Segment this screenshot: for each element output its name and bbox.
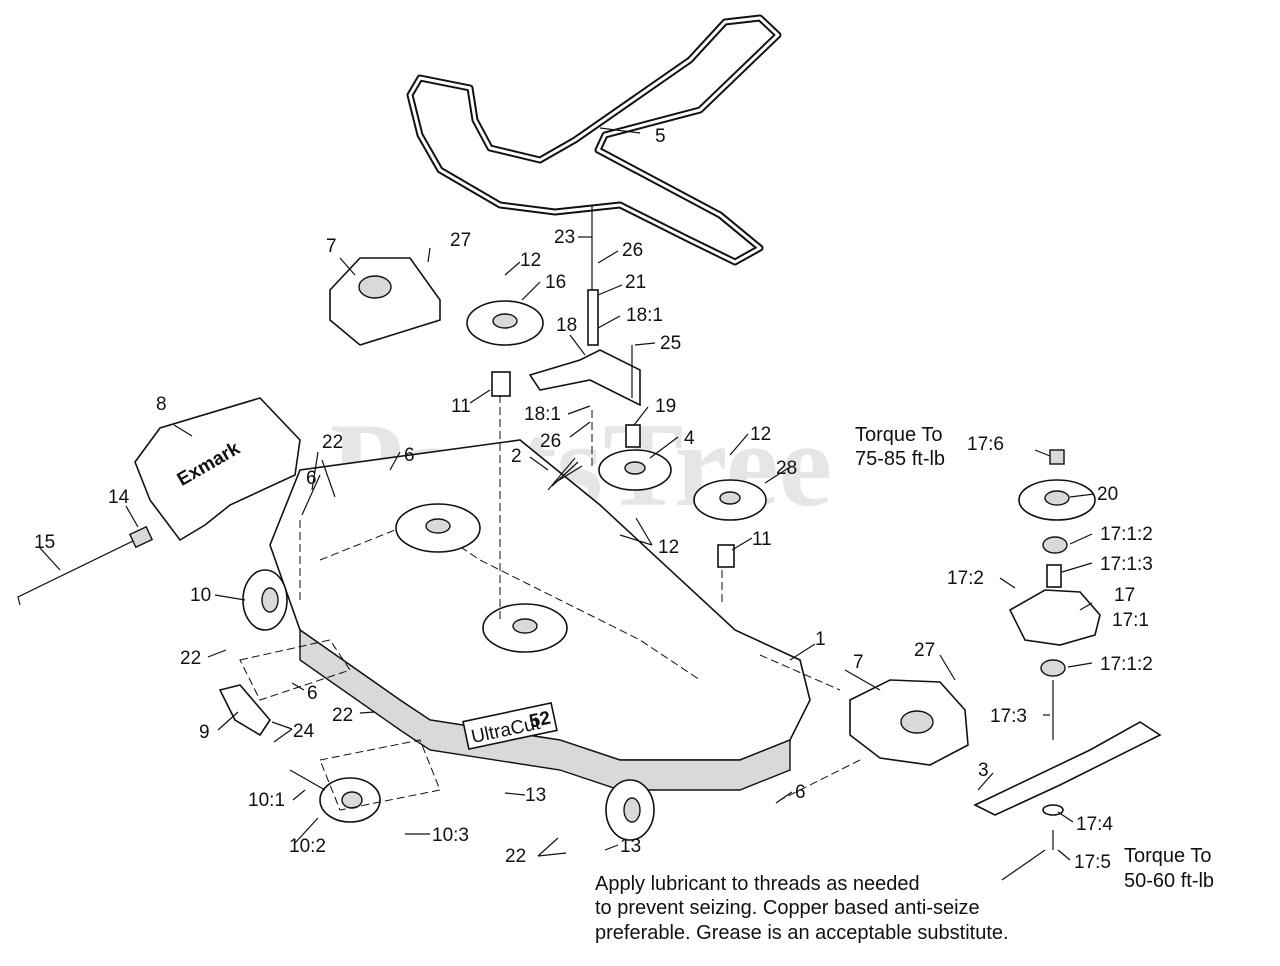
callout-6-mid: 6 (307, 683, 318, 704)
caster-wheel-left (242, 569, 288, 631)
callout-1: 1 (815, 629, 826, 650)
belt-cover-right (849, 679, 969, 766)
torque-note-upper-line2: 75-85 ft-lb (855, 448, 945, 470)
callout-9: 9 (199, 722, 210, 743)
callout-26-top: 26 (622, 240, 643, 261)
idler-pulley-16 (466, 300, 544, 397)
tension-spring (547, 457, 583, 491)
torque-note-lower-line2: 50-60 ft-lb (1124, 870, 1214, 892)
caster-wheel-right (605, 779, 655, 841)
callout-17-2: 17:2 (947, 568, 984, 589)
callout-25: 25 (660, 333, 681, 354)
deck-pulleys (395, 503, 568, 653)
callout-22-bottom: 22 (505, 846, 526, 867)
callout-17-1-2-top: 17:1:2 (1100, 524, 1153, 545)
callout-17-5: 17:5 (1074, 852, 1111, 873)
callout-20: 20 (1097, 484, 1118, 505)
torque-note-lower: Torque To 50-60 ft-lb (1124, 845, 1214, 892)
callout-10: 10 (190, 585, 211, 606)
callout-4: 4 (684, 428, 695, 449)
callout-17-3: 17:3 (990, 706, 1027, 727)
callout-17-1-2-bottom: 17:1:2 (1100, 654, 1153, 675)
torque-note-lower-line1: Torque To (1124, 845, 1211, 867)
mower-blade (973, 721, 1162, 816)
torque-note-upper: Torque To 75-85 ft-lb (855, 424, 945, 470)
spindle-assembly (1008, 449, 1101, 850)
callout-23: 23 (554, 227, 575, 248)
belt-cover-left (329, 257, 441, 346)
idler-arm (528, 205, 641, 448)
callout-19: 19 (655, 396, 676, 417)
callout-6-top: 6 (404, 445, 415, 466)
callout-6-left: 6 (306, 468, 317, 489)
callout-7-right: 7 (853, 652, 864, 673)
callout-17: 17 (1114, 585, 1135, 606)
idler-pulley-28 (693, 479, 767, 568)
callout-18-1-top: 18:1 (626, 305, 663, 326)
callout-17-1: 17:1 (1112, 610, 1149, 631)
callout-17-1-3: 17:1:3 (1100, 554, 1153, 575)
callout-6-right: 6 (795, 782, 806, 803)
callout-14: 14 (108, 487, 130, 508)
callout-2: 2 (511, 446, 522, 467)
lubricant-note-line1: Apply lubricant to threads as needed (595, 873, 920, 895)
caster-wheel-front (289, 769, 381, 823)
callout-8: 8 (156, 394, 167, 415)
idler-pulley-4 (598, 449, 672, 491)
callout-22-left: 22 (180, 648, 201, 669)
callout-22-mid: 22 (332, 705, 353, 726)
callout-16: 16 (545, 272, 566, 293)
callout-12-low: 12 (658, 537, 679, 558)
callout-27-left: 27 (450, 230, 471, 251)
torque-note-upper-line1: Torque To (855, 424, 942, 446)
callout-28: 28 (776, 458, 797, 479)
callout-5: 5 (655, 126, 666, 147)
callout-10-1: 10:1 (248, 790, 285, 811)
chute-rod (17, 525, 154, 606)
callout-11-left: 11 (451, 396, 471, 417)
callout-12-top: 12 (520, 250, 541, 271)
callout-17-4: 17:4 (1076, 814, 1113, 835)
callout-3: 3 (978, 760, 989, 781)
lubricant-note: Apply lubricant to threads as needed to … (595, 873, 1009, 944)
deck-size-label: 52 (527, 708, 552, 733)
callout-7-left: 7 (326, 236, 337, 257)
callout-18: 18 (556, 315, 577, 336)
callout-18-1-mid: 18:1 (524, 404, 561, 425)
callout-21: 21 (625, 272, 646, 293)
callout-labels: 5 7 27 12 16 23 26 21 18:1 18 25 11 18:1… (34, 126, 1153, 873)
discharge-chute: Exmark (134, 397, 301, 542)
drive-belt (406, 14, 782, 266)
callout-10-2: 10:2 (289, 836, 326, 857)
callout-24: 24 (293, 721, 315, 742)
assembly-guides (239, 395, 861, 811)
caster-bracket (218, 684, 272, 737)
callout-12-right: 12 (750, 424, 771, 445)
lubricant-note-line2: to prevent seizing. Copper based anti-se… (595, 897, 980, 919)
callout-13-right: 13 (620, 836, 641, 857)
callout-17-6: 17:6 (967, 434, 1004, 455)
callout-26-mid: 26 (540, 431, 561, 452)
lubricant-note-line3: preferable. Grease is an acceptable subs… (595, 922, 1009, 944)
callout-15: 15 (34, 532, 55, 553)
callout-22-top: 22 (322, 432, 343, 453)
callout-10-3: 10:3 (432, 825, 469, 846)
callout-13-left: 13 (525, 785, 546, 806)
callout-27-right: 27 (914, 640, 935, 661)
leader-lines (39, 127, 1095, 881)
callout-11-right: 11 (752, 529, 772, 550)
